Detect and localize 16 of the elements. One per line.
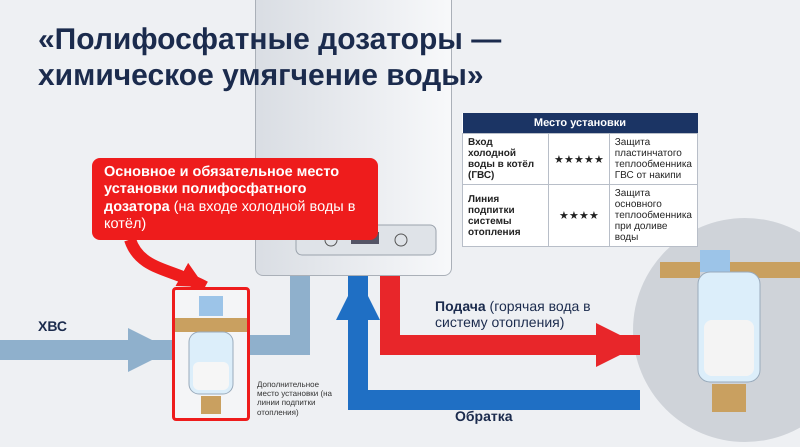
description-text: Защита пластинчатого теплообменника ГВС от накипи — [609, 134, 698, 184]
location-name: Вход холодной воды в котёл (ГВС) — [462, 134, 548, 184]
callout-box: Основное и обязательное место установки полифосфатного дозатора (на входе холодной воды в котёл) — [92, 158, 378, 240]
star-rating: ★★★★★ — [548, 134, 610, 184]
edge-label: Обратка — [455, 408, 513, 424]
pipe-arrow — [0, 328, 172, 372]
description-text: Защита основного теплообменника при доливе воды — [609, 184, 698, 246]
star-rating: ★★★★ — [548, 184, 610, 246]
title: «Полифосфатные дозаторы — химическое умягчение воды» — [38, 22, 502, 94]
note-text: Дополнительное место установки (на линии подпитки отопления) — [257, 380, 333, 417]
edge-label: ХВС — [38, 318, 68, 334]
table-header: Место установки — [462, 113, 698, 134]
location-name: Линия подпитки системы отопления — [462, 184, 548, 246]
pipe-arrow — [380, 276, 640, 367]
edge-label: Подача (горячая вода в систему отопления) — [435, 298, 592, 330]
pipe-arrow — [336, 276, 640, 410]
